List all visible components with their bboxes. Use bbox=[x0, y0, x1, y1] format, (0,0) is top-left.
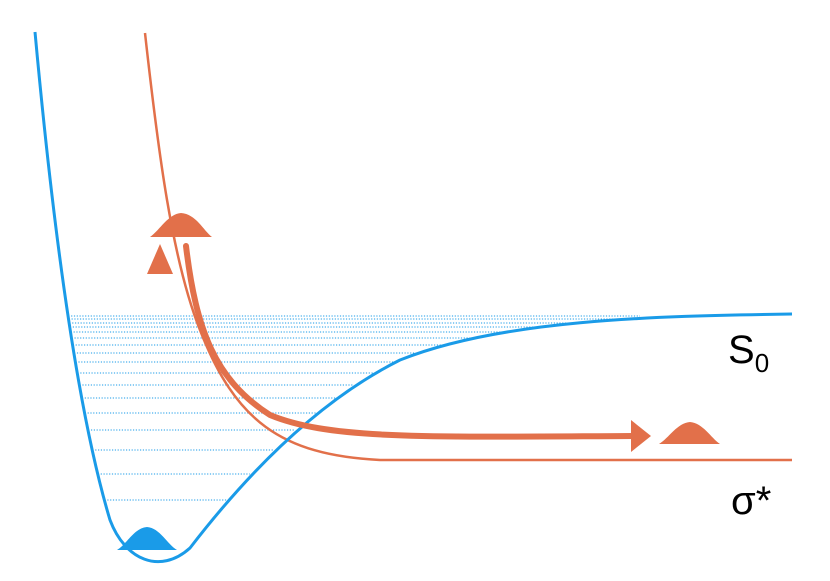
s0-label-subscript: 0 bbox=[755, 348, 769, 378]
dissociated-wavepacket bbox=[659, 422, 720, 444]
excitation-arrow-head bbox=[147, 244, 173, 274]
ground-wavepacket bbox=[117, 527, 177, 550]
excitation-arrow bbox=[147, 244, 173, 530]
s0-label: S0 bbox=[728, 328, 769, 378]
dissociation-arrow-path bbox=[183, 243, 636, 440]
excited-wavepacket bbox=[150, 213, 212, 237]
s0-potential-curve bbox=[33, 31, 793, 564]
s0-label-main: S bbox=[728, 328, 755, 372]
sigma-star-label: σ* bbox=[731, 479, 771, 523]
dissociation-arrow-head bbox=[631, 420, 651, 452]
sigma-star-potential-curve bbox=[143, 32, 792, 462]
dissociation-arrow bbox=[183, 243, 651, 452]
vibrational-levels bbox=[71, 315, 640, 501]
